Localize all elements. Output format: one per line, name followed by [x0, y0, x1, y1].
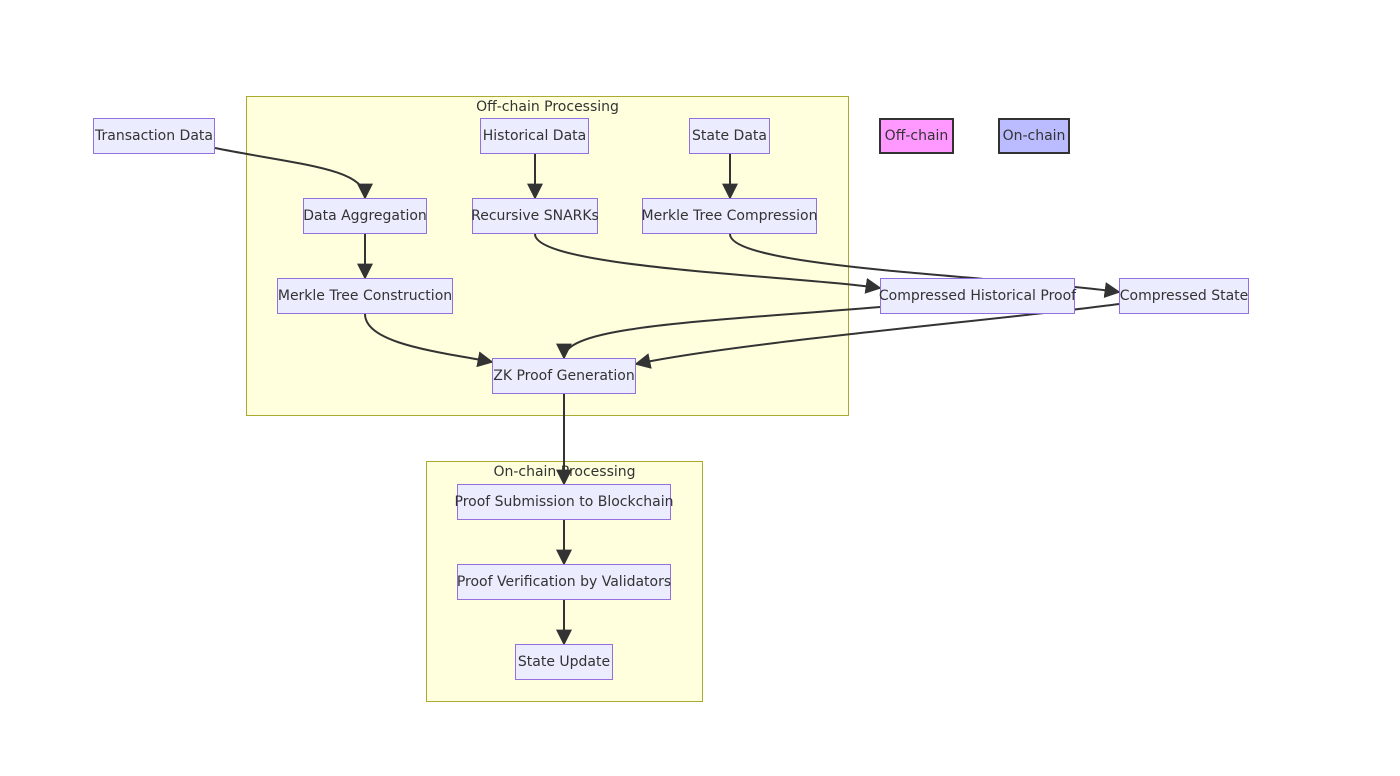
edge-transaction-to-aggregation	[214, 147, 373, 200]
legend-onchain: On-chain	[998, 118, 1070, 154]
edge-historical-proof-to-zk	[556, 306, 881, 360]
node-proof-submission: Proof Submission to Blockchain	[455, 484, 674, 520]
node-compressed-state: Compressed State	[1119, 278, 1249, 314]
edge-snarks-to-historical-proof	[534, 233, 882, 294]
node-state-data: State Data	[689, 118, 770, 154]
node-recursive-snarks: Recursive SNARKs	[471, 198, 599, 234]
node-merkle-tree-compression: Merkle Tree Compression	[642, 198, 818, 234]
node-data-aggregation: Data Aggregation	[303, 198, 427, 234]
edge-construction-to-zk	[364, 313, 494, 368]
node-transaction-data: Transaction Data	[93, 118, 215, 154]
node-state-update: State Update	[515, 644, 613, 680]
node-proof-verification: Proof Verification by Validators	[457, 564, 671, 600]
legend-offchain: Off-chain	[879, 118, 954, 154]
cluster-title-offchain: Off-chain Processing	[476, 99, 619, 115]
node-merkle-tree-construction: Merkle Tree Construction	[277, 278, 453, 314]
node-historical-data: Historical Data	[480, 118, 589, 154]
node-compressed-historical-proof: Compressed Historical Proof	[879, 278, 1076, 314]
node-zk-proof-generation: ZK Proof Generation	[492, 358, 636, 394]
